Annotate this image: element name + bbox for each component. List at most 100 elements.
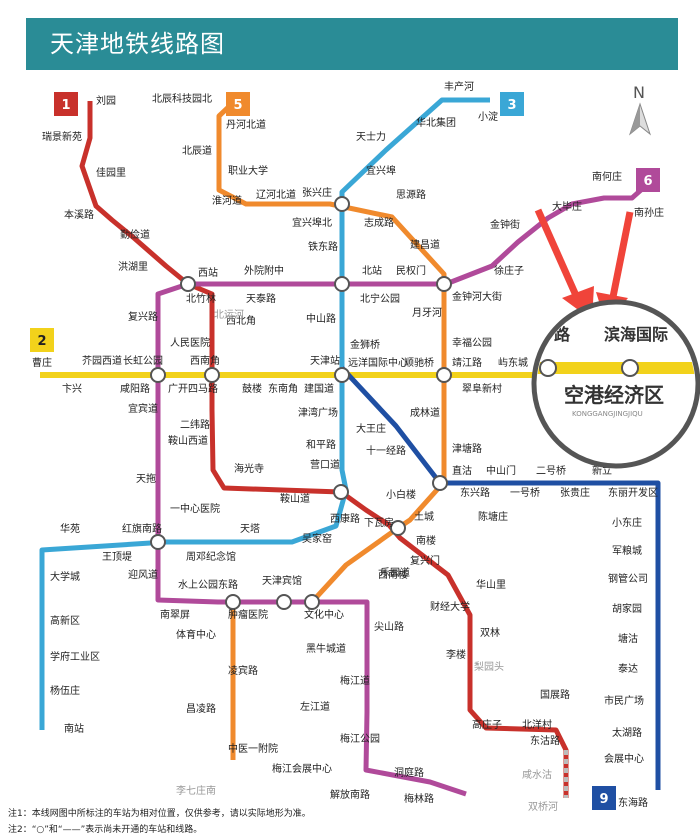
station-label: 洪湖里 [118, 261, 148, 273]
station-label: 杨伍庄 [50, 684, 80, 697]
line-badge-1: 1 [54, 92, 78, 116]
transfer-station-yingkoudao [334, 485, 348, 499]
station-label: 南何庄 [592, 170, 622, 183]
svg-text:1: 1 [61, 98, 70, 113]
station-label: 复兴门 [410, 554, 440, 567]
station-label: 天拖 [136, 472, 156, 485]
station-label: 海光寺 [234, 462, 264, 475]
station-label: 天塔 [240, 522, 260, 535]
station-label: 勤俭道 [120, 228, 150, 241]
station-label: 宜兴埠北 [292, 216, 332, 229]
station-label: 东海路 [618, 796, 648, 809]
station-label: 宜兴埠 [366, 164, 396, 177]
station-label: 天津站 [310, 354, 340, 367]
svg-text:5: 5 [233, 98, 242, 113]
station-label: 建国道 [304, 382, 334, 395]
station-label: 双林 [480, 626, 500, 639]
station-label: 梅江会展中心 [272, 762, 332, 775]
station-label: 昌凌路 [186, 702, 216, 715]
station-label: 丰产河 [444, 80, 474, 93]
line-badge-6: 6 [636, 168, 660, 192]
transfer-station-hongqinanlu [151, 535, 165, 549]
station-label: 南孙庄 [634, 206, 664, 219]
line-badge-5: 5 [226, 92, 250, 116]
station-label: 十一经路 [366, 444, 406, 457]
station-label: 金钟河大街 [452, 290, 502, 303]
station-label: 北运河 [214, 309, 244, 321]
transfer-station-wenhuazhongxin [305, 595, 319, 609]
station-label: 尖山路 [374, 620, 404, 633]
station-label: 高庄子 [472, 718, 502, 731]
station-label: 吴家窑 [302, 532, 332, 545]
station-label: 张兴庄 [302, 186, 332, 199]
station-label: 广开四马路 [168, 382, 218, 395]
station-label: 咸阳路 [120, 382, 150, 395]
compass-icon: N [630, 83, 650, 134]
station-label: 黑牛城道 [306, 642, 346, 655]
transfer-station-xizhan [181, 277, 195, 291]
station-label: 思源路 [396, 188, 426, 201]
svg-text:9: 9 [599, 792, 608, 807]
station-label: 左江道 [300, 700, 330, 713]
station-label: 梨园头 [474, 660, 504, 673]
station-label: 钢管公司 [608, 572, 648, 585]
station-label: 华山里 [476, 578, 506, 591]
station-label: 中医一附院 [228, 742, 278, 755]
station-label: 咸水沽 [522, 768, 552, 781]
station-label: 二号桥 [536, 465, 566, 477]
station-label: 天津宾馆 [262, 574, 302, 587]
station-label: 西南角 [190, 354, 220, 367]
station-label: 金钟街 [490, 218, 520, 231]
station-label: 佳园里 [96, 166, 126, 179]
station-label: 北竹林 [186, 292, 216, 305]
transfer-station-zhongliuyiyuan [226, 595, 240, 609]
transfer-station-jingjianglu [437, 368, 451, 382]
callout-main-label-pinyin: KONGGANGJINGJIQU [572, 410, 643, 418]
station-label: 淮河道 [212, 194, 242, 207]
station-label: 肿瘤医院 [228, 608, 268, 621]
callout-main-label: 空港经济区 [564, 383, 664, 407]
station-label: 下瓦房 [364, 516, 394, 529]
callout-top-label-right: 滨海国际 [604, 325, 668, 344]
station-label: 洞庭路 [394, 766, 424, 779]
station-label: 金狮桥 [350, 338, 380, 351]
station-label: 华北集团 [416, 116, 456, 129]
svg-text:6: 6 [643, 174, 652, 189]
station-label: 营口道 [310, 458, 340, 471]
station-label: 大学城 [50, 570, 80, 583]
station-label: 北辰道 [182, 144, 212, 157]
transfer-stations [151, 197, 451, 609]
station-label: 瑞景新苑 [42, 130, 82, 143]
station-label: 乐园道 [380, 566, 410, 579]
station-label: 本溪路 [64, 208, 94, 221]
station-label: 成林道 [410, 406, 440, 419]
station-label: 张贵庄 [560, 486, 590, 499]
station-label: 凌宾路 [228, 664, 258, 677]
transfer-station-changhonggongyuan [151, 368, 165, 382]
station-label: 迎风道 [128, 568, 158, 581]
station-label: 刘园 [96, 95, 116, 107]
transfer-station-zhangxingzhuang [335, 197, 349, 211]
station-label: 津湾广场 [298, 406, 338, 419]
line-badge-3: 3 [500, 92, 524, 116]
arrow-left-icon [538, 210, 594, 320]
station-label: 梅林路 [404, 792, 434, 805]
station-label: 泰达 [618, 662, 638, 675]
station-label: 东兴路 [460, 486, 490, 499]
transfer-station-zhigu [433, 476, 447, 490]
station-label: 水上公园东路 [178, 578, 238, 591]
station-label: 华苑 [60, 522, 80, 535]
station-label: 中山路 [306, 312, 336, 325]
station-label: 屿东城 [498, 356, 528, 369]
station-label: 王顶堤 [102, 551, 132, 563]
station-label: 鞍山西道 [168, 434, 208, 447]
transfer-station-beizhan [335, 277, 349, 291]
station-label: 李楼 [446, 648, 466, 661]
station-label: 丹河北道 [226, 118, 266, 131]
station-label: 二纬路 [180, 418, 210, 431]
station-label: 高新区 [50, 614, 80, 627]
station-label: 体育中心 [176, 628, 216, 641]
zoom-callout: 路 滨海国际 空港经济区 KONGGANGJINGJIQU [534, 302, 700, 466]
station-label: 大毕庄 [552, 200, 582, 213]
station-label: 直沽 [452, 464, 472, 477]
